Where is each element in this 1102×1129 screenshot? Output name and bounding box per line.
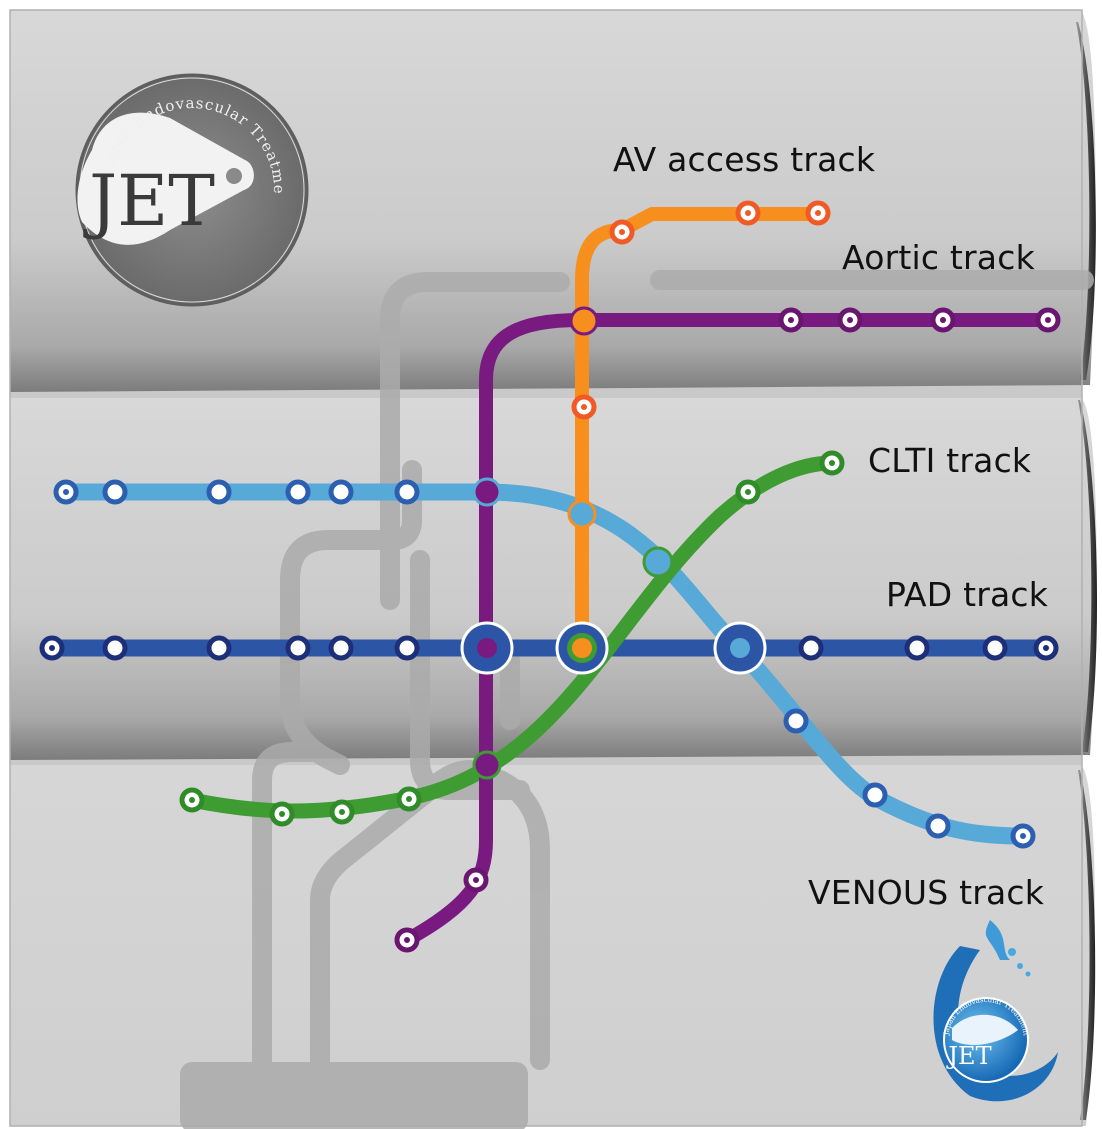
pad-stations — [39, 635, 1059, 661]
station — [925, 813, 951, 839]
stations — [39, 200, 1061, 953]
station — [982, 635, 1008, 661]
station — [783, 708, 809, 734]
aortic-track-label: Aortic track — [842, 238, 1035, 277]
station — [328, 635, 354, 661]
clti-track-label: CLTI track — [868, 441, 1032, 480]
station — [102, 479, 128, 505]
vessel-background-graphic — [180, 270, 1094, 1129]
aortic-track-line — [400, 313, 1055, 947]
av-access-track-label: AV access track — [613, 140, 876, 179]
station — [206, 479, 232, 505]
venous-track-label: VENOUS track — [808, 873, 1045, 912]
station — [394, 635, 420, 661]
station — [102, 635, 128, 661]
station — [285, 635, 311, 661]
station — [328, 479, 354, 505]
interchange-aortic-av — [569, 306, 599, 336]
station — [285, 479, 311, 505]
station — [904, 635, 930, 661]
interchange-clti-venous — [642, 546, 674, 578]
interchanges — [460, 306, 767, 780]
jet-logo-monogram: JET — [83, 160, 215, 242]
pad-track-label: PAD track — [886, 575, 1049, 614]
station — [862, 782, 888, 808]
station — [206, 635, 232, 661]
interchange-venous-av — [567, 499, 597, 529]
venous-logo-monogram: JET — [945, 1042, 991, 1070]
interchange-venous-aortic — [472, 477, 502, 507]
station — [394, 479, 420, 505]
interchange-clti-aortic — [472, 750, 502, 780]
station — [798, 635, 824, 661]
